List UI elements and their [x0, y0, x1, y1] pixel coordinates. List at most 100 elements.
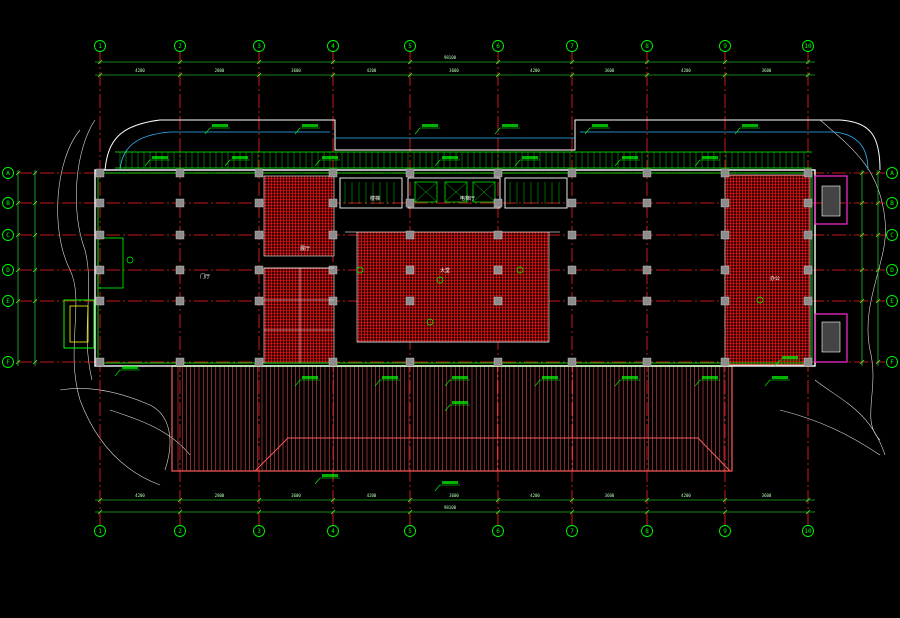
axis-bubble-top-6-label: 6 [496, 43, 500, 50]
axis-bubble-bottom-5-circle [404, 525, 416, 537]
top-segment-dimension: 3600 [291, 68, 301, 73]
canopy-inner-edge [254, 437, 731, 472]
dim-chain-top-segments-tick [97, 72, 103, 78]
dim-west-tick [15, 267, 21, 273]
column [567, 296, 577, 306]
axis-bubble-bottom-8-circle [641, 525, 653, 537]
leader-text-stub-16 [452, 376, 468, 379]
west-entry-inner [69, 305, 89, 343]
dim-west-tick [15, 359, 21, 365]
leader-tail-9 [314, 159, 321, 167]
column [642, 357, 652, 367]
walkway-outer [104, 119, 881, 171]
leader-tail-1 [204, 127, 211, 135]
top-segment-dimension: 2800 [215, 68, 225, 73]
column [95, 296, 105, 306]
leader-text-stub-17 [542, 376, 558, 379]
column [95, 168, 105, 178]
dim-chain-top-overall-tick [644, 59, 650, 65]
building-outline [94, 169, 816, 367]
leader-text-stub-1 [212, 124, 228, 127]
column [567, 168, 577, 178]
dim-chain-top-segments-tick [407, 72, 413, 78]
column [254, 357, 264, 367]
dim-chain-top-segments-tick [177, 72, 183, 78]
leader-text-stub-5 [592, 124, 608, 127]
column [720, 357, 730, 367]
column [493, 230, 503, 240]
dim-west-tick [15, 200, 21, 206]
dim-chain-bottom-segments-tick [97, 497, 103, 503]
dim-east-tick [859, 170, 865, 176]
dim-chain-bottom-segments-tick [722, 497, 728, 503]
column [493, 357, 503, 367]
dim-chain-top-segments-tick [644, 72, 650, 78]
column [405, 168, 415, 178]
column [328, 198, 338, 208]
axis-bubble-top-3-label: 3 [257, 43, 261, 50]
axis-bubble-left-D-circle [2, 264, 14, 276]
leader-tail-14 [294, 379, 301, 387]
dim-chain-top-overall-tick [495, 59, 501, 65]
axis-bubble-right-E-label: E [890, 298, 894, 305]
axis-bubble-bottom-2-circle [174, 525, 186, 537]
site-contour-2 [76, 119, 96, 381]
axis-bubble-left-B-label: B [6, 200, 10, 207]
leader-text-stub-21 [122, 366, 138, 369]
leader-text-stub-24 [322, 474, 338, 477]
axis-bubble-right-E-circle [886, 295, 898, 307]
bottom-segment-dimension: 4200 [135, 493, 145, 498]
bottom-overall-dimension: 98100 [444, 505, 457, 510]
leader-text-stub-10 [442, 156, 458, 159]
east-tower-upper [814, 175, 848, 225]
axis-bubble-top-10-circle [802, 40, 814, 52]
dim-west-tick [32, 200, 38, 206]
axis-bubble-top-6-circle [492, 40, 504, 52]
dim-west-tick [32, 232, 38, 238]
dim-west-tick [32, 359, 38, 365]
column [175, 230, 185, 240]
column [328, 296, 338, 306]
leader-text-stub-8 [232, 156, 248, 159]
dim-west-tick [32, 298, 38, 304]
axis-bubble-left-C-circle [2, 229, 14, 241]
column [328, 230, 338, 240]
bottom-segment-dimension: 3600 [449, 493, 459, 498]
east-tower-lower [814, 313, 848, 363]
dim-east-tick [859, 232, 865, 238]
column [567, 198, 577, 208]
leader-tail-2 [294, 127, 301, 135]
axis-bubble-right-B-label: B [890, 200, 894, 207]
leader-tail-20 [764, 379, 771, 387]
room-label-4: 办公 [770, 275, 780, 282]
axis-bubble-right-C-label: C [890, 232, 894, 239]
column [642, 168, 652, 178]
axis-bubble-left-C-label: C [6, 232, 10, 239]
walkway-inner-east [580, 131, 869, 171]
bottom-segment-dimension: 4200 [367, 493, 377, 498]
dim-east-tick [875, 298, 881, 304]
column [803, 357, 813, 367]
axis-bubble-bottom-9-label: 9 [723, 528, 727, 535]
dim-chain-top-overall-tick [722, 59, 728, 65]
dim-chain-bottom-overall-tick [495, 509, 501, 515]
dim-chain-top-segments-tick [256, 72, 262, 78]
column [175, 168, 185, 178]
dim-chain-top-overall-tick [407, 59, 413, 65]
dim-east-tick [875, 200, 881, 206]
leader-text-stub-15 [382, 376, 398, 379]
top-segment-dimension: 3600 [605, 68, 615, 73]
dim-east-tick [859, 200, 865, 206]
column [95, 357, 105, 367]
column [254, 198, 264, 208]
axis-bubble-right-A-label: A [890, 170, 894, 177]
axis-bubble-top-4-circle [327, 40, 339, 52]
dim-chain-bottom-overall-tick [330, 509, 336, 515]
dim-west-tick [15, 232, 21, 238]
axis-bubble-right-A-circle [886, 167, 898, 179]
column [95, 198, 105, 208]
dim-west-tick [32, 170, 38, 176]
leader-text-stub-13 [702, 156, 718, 159]
site-contour-6 [109, 409, 191, 456]
